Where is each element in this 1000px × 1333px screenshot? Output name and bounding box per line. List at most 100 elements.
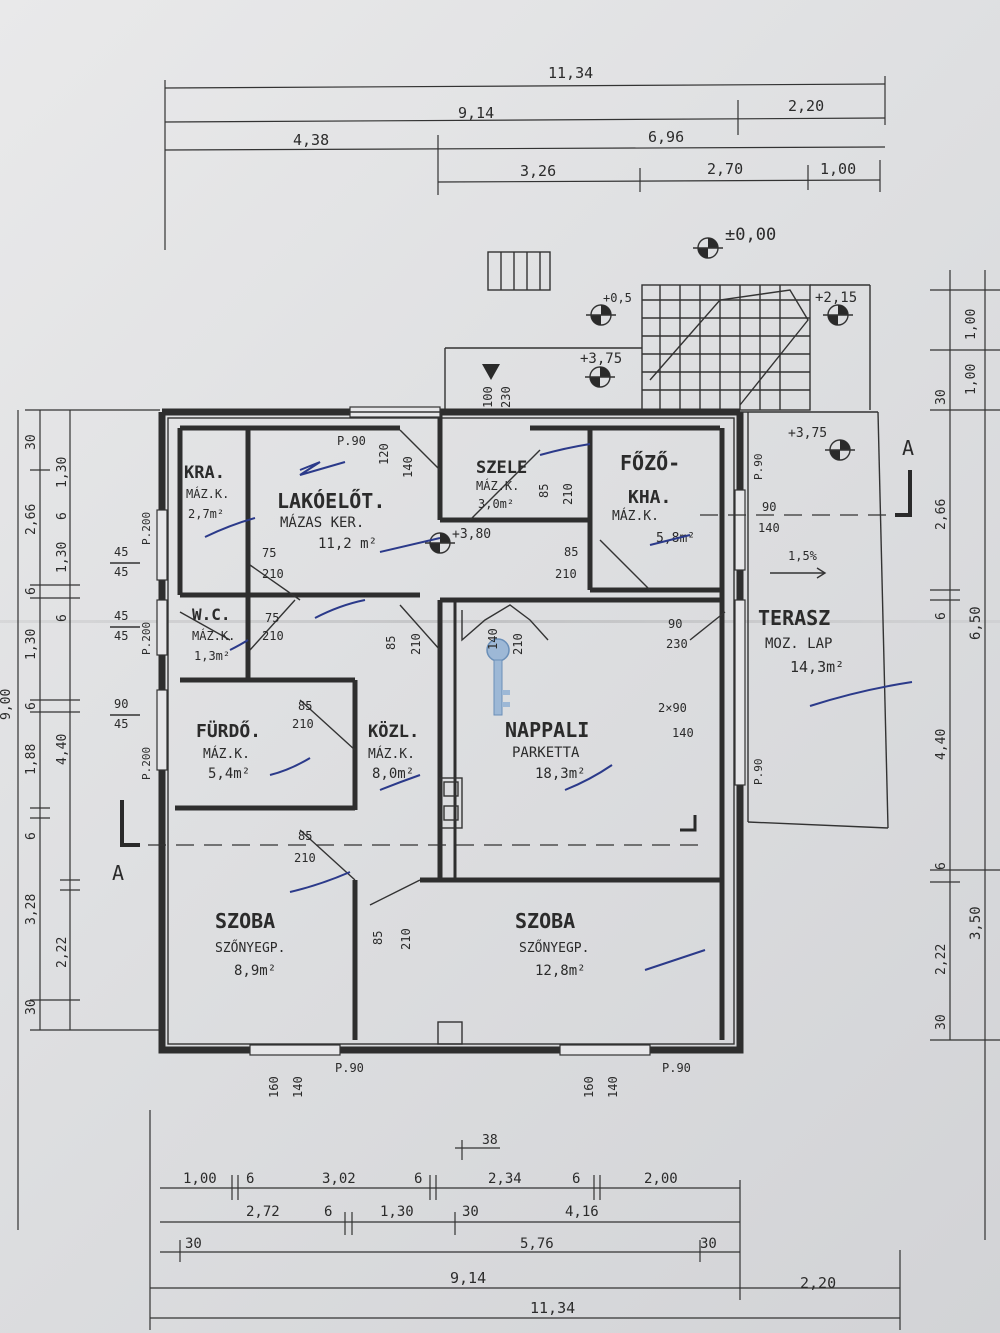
top-dim-row3-right: 6,96 (648, 128, 684, 146)
bottom-dim-30-b: 30 (700, 1236, 717, 1252)
bottom-dim-234: 2,34 (488, 1171, 522, 1187)
opening-p200-b: P.200 (140, 622, 153, 655)
room-name-2: KHA. (628, 487, 671, 508)
left-dim-overall: 9,00 (0, 689, 14, 720)
right-dim-650: 6,50 (968, 606, 984, 640)
window-140-a: 140 (291, 1076, 305, 1098)
room-furdo: FÜRDŐ. MÁZ.K. 5,4m² (196, 720, 261, 782)
room-kozl: KÖZL. MÁZ.K. 8,0m² (368, 720, 419, 782)
bottom-dimension-lines (149, 1110, 901, 1330)
room-nappali: NAPPALI PARKETTA 18,3m² (505, 718, 589, 782)
top-dimension-chains (164, 76, 886, 250)
level-marker-stair-right (823, 304, 853, 326)
opening-140-door: 140 (486, 628, 500, 650)
opening-140-top: 140 (401, 456, 415, 478)
right-dim-440: 4,40 (934, 729, 949, 760)
main-stairs (444, 284, 871, 411)
level-marker-landing (585, 366, 615, 388)
bottom-dim-6: 6 (324, 1204, 332, 1220)
room-floor: MÁZ.K. (192, 628, 235, 643)
room-floor: MÁZ.K. (612, 508, 659, 524)
window-160-b: 160 (582, 1076, 596, 1098)
opening-p90-right-2: P.90 (752, 759, 765, 786)
room-area: 5,4m² (208, 766, 250, 782)
bottom-dim-30-a: 30 (185, 1236, 202, 1252)
opening-p90-right-1: P.90 (752, 454, 765, 481)
room-floor: SZŐNYEGP. (519, 940, 589, 956)
left-dim-30: 30 (24, 434, 39, 450)
section-label-right: A (902, 436, 914, 460)
opening-p90-top: P.90 (337, 434, 366, 448)
left-dimension-lines (17, 409, 160, 1230)
bottom-dim-914: 9,14 (450, 1269, 486, 1287)
room-name: NAPPALI (505, 718, 589, 742)
room-lakoelot: LAKÓELŐT. MÁZAS KER. 11,2 m² (277, 489, 385, 552)
window-45-d: 45 (114, 629, 128, 643)
room-area: 11,2 m² (318, 536, 377, 552)
right-dim-30: 30 (934, 389, 949, 405)
opening-85-szoba: 85 (298, 829, 312, 843)
level-marker-terrace (825, 439, 855, 461)
bottom-dim-30: 30 (462, 1204, 479, 1220)
right-dim-6b: 6 (934, 862, 949, 870)
arrow-down-icon (482, 364, 500, 380)
opening-p200-c: P.200 (140, 747, 153, 780)
top-dim-row3-left: 4,38 (293, 131, 329, 149)
level-entrance-label: ±0,00 (725, 225, 776, 245)
room-name: SZOBA (215, 909, 275, 933)
bottom-dim-overall: 11,34 (530, 1299, 575, 1317)
terrace-outline (740, 411, 889, 829)
room-name: SZELE (476, 458, 527, 478)
level-marker-hall (425, 532, 455, 554)
room-name: W.C. (192, 605, 231, 624)
opening-140-fozo: 140 (758, 521, 780, 535)
opening-90-fozo: 90 (762, 500, 776, 514)
interior-walls (175, 412, 725, 1040)
opening-210-kozl: 210 (409, 633, 423, 655)
left-dim-6: 6 (55, 512, 70, 520)
opening-p90-bottom-1: P.90 (335, 1061, 364, 1075)
bottom-dim-416: 4,16 (565, 1204, 599, 1220)
level-marker-stair-left (586, 304, 616, 326)
room-area: 3,0m² (478, 497, 514, 511)
top-dim-row2-left: 9,14 (458, 104, 494, 122)
level-stair-left-label: +0,5 (603, 291, 632, 305)
opening-p200-a: P.200 (140, 512, 153, 545)
opening-120: 120 (377, 443, 391, 465)
room-floor: PARKETTA (512, 745, 580, 761)
room-terasz: TERASZ MOZ. LAP 14,3m² (758, 606, 844, 676)
opening-210-door: 210 (511, 633, 525, 655)
opening-210-szele: 210 (561, 483, 575, 505)
windows (156, 406, 746, 1056)
opening-100-top: 100 (481, 386, 495, 408)
bottom-dim-6c: 6 (572, 1171, 580, 1187)
top-dim-row4-b: 2,70 (707, 160, 743, 178)
pen-check-marks (204, 443, 913, 971)
bottom-dim-302: 3,02 (322, 1171, 356, 1187)
room-name: KRA. (184, 463, 225, 483)
opening-230-nappali: 230 (666, 637, 688, 651)
opening-210-szoba-2: 210 (399, 928, 413, 950)
left-dim-130a: 1,30 (55, 457, 70, 488)
bottom-dim-576: 5,76 (520, 1236, 554, 1252)
entrance-steps (487, 251, 551, 291)
left-dim-30-b: 30 (24, 999, 39, 1015)
window-45-left: 45 (114, 717, 128, 731)
level-marker-entrance (693, 237, 723, 259)
left-dim-6a: 6 (24, 587, 39, 595)
window-45-c: 45 (114, 609, 128, 623)
room-name: KÖZL. (368, 720, 419, 742)
level-stair-right-label: +2,15 (815, 290, 857, 306)
opening-210-fozo: 210 (555, 567, 577, 581)
room-floor: SZŐNYEGP. (215, 940, 285, 956)
opening-p90-bottom-2: P.90 (662, 1061, 691, 1075)
window-45-b: 45 (114, 565, 128, 579)
top-dim-overall: 11,34 (548, 64, 593, 82)
room-floor: MÁZ.K. (203, 746, 250, 762)
left-dim-328: 3,28 (24, 894, 39, 925)
terrace-slope: 1,5% (788, 549, 818, 563)
left-dim-440: 4,40 (55, 734, 70, 765)
room-floor: MÁZ.K. (186, 486, 229, 501)
